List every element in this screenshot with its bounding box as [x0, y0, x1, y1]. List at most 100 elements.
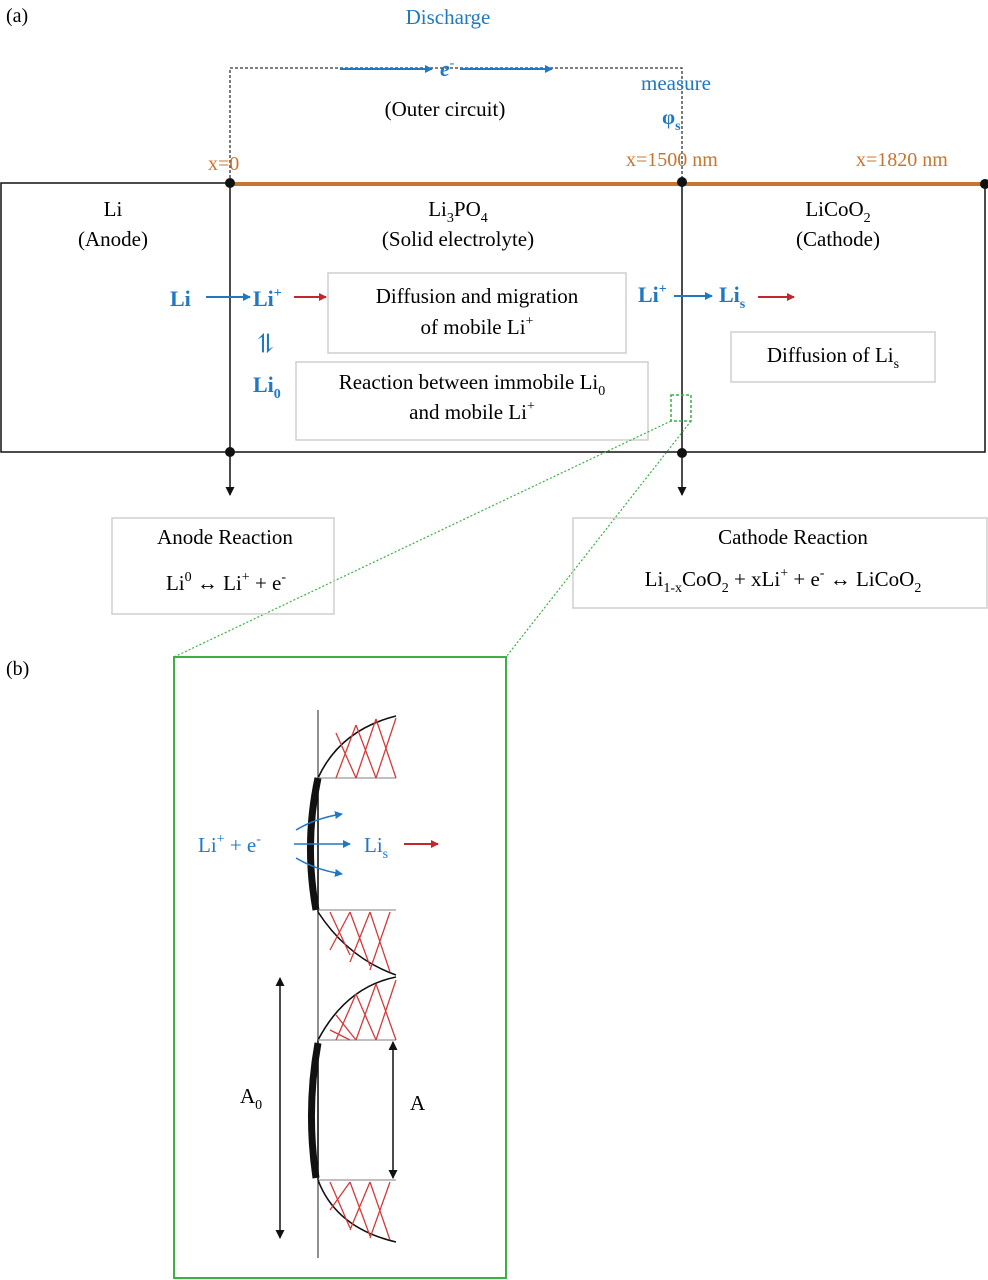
svg-text:Reaction between immobile Li0: Reaction between immobile Li0 — [339, 370, 606, 399]
anode-eq-li: Li — [166, 571, 185, 595]
li-plus-e-tail: + e — [225, 833, 257, 857]
lis-b-sub: s — [383, 847, 388, 862]
svg-text:A0: A0 — [240, 1084, 262, 1113]
lis-b-li: Li — [364, 833, 383, 857]
outer-circuit-label: (Outer circuit) — [385, 97, 506, 121]
li-s-label: Li — [719, 282, 740, 307]
li0-label: Li — [253, 372, 274, 397]
anode-reaction-box — [111, 517, 335, 615]
svg-text:Lis: Lis — [364, 833, 388, 862]
reaction-line2-charge: + — [527, 399, 535, 414]
cathode-role: (Cathode) — [796, 227, 880, 251]
particle-2-hatch-bottom — [329, 1181, 391, 1241]
svg-text:φs: φs — [662, 105, 681, 134]
reaction-line1-sub: 0 — [598, 384, 605, 399]
particle-1-hatch-bottom — [329, 911, 391, 973]
svg-text:Li0: Li0 — [253, 372, 281, 402]
zoom-panel — [173, 656, 507, 1279]
li-plus-cathode-charge: + — [659, 282, 667, 297]
diffusion-lis-box — [730, 331, 936, 383]
reaction-line1: Reaction between immobile Li — [339, 370, 599, 394]
node-x0-top — [225, 178, 235, 188]
outer-circuit-wire — [229, 67, 683, 183]
li0-subscript: 0 — [274, 387, 281, 402]
panel-b-label: (b) — [6, 658, 29, 680]
reaction-line2: and mobile Li — [409, 400, 527, 424]
particle-2-contact — [307, 1042, 322, 1179]
phi-symbol: φ — [662, 105, 675, 129]
measure-label: measure — [641, 71, 711, 95]
x1500-label: x=1500 nm — [626, 149, 718, 171]
li-metal-label: Li — [170, 286, 191, 311]
cathode-eq-minus: - — [820, 566, 825, 581]
anode-eq-minus: - — [281, 570, 286, 585]
svg-text:Li+: Li+ — [253, 286, 282, 311]
diffusion-line2-charge: + — [526, 314, 534, 329]
cathode-eq-sub3: 2 — [914, 581, 921, 596]
electrolyte-role: (Solid electrolyte) — [382, 227, 534, 251]
node-x1500-top — [677, 177, 687, 187]
svg-text:and mobile Li+: and mobile Li+ — [409, 399, 535, 424]
anode-eq-plus: + — [242, 570, 250, 585]
diffusion-lis-sub: s — [894, 357, 899, 372]
zoom-line-right — [505, 420, 692, 658]
li-s-subscript: s — [740, 297, 746, 312]
li-plus-e-li: Li — [198, 833, 217, 857]
phi-subscript: s — [675, 119, 681, 134]
diffusion-line2: of mobile Li — [421, 315, 526, 339]
svg-text:Li1-xCoO2 + xLi+ + e- ↔ LiCoO2: Li1-xCoO2 + xLi+ + e- ↔ LiCoO2 — [645, 566, 922, 596]
cathode-eq-licoo: ↔ LiCoO — [824, 567, 914, 591]
a0-label: A — [240, 1084, 256, 1108]
anode-name: Li — [104, 197, 123, 221]
cathode-eq-sub: 1-x — [663, 581, 682, 596]
svg-text:Lis: Lis — [719, 282, 746, 312]
particle-2-outline — [317, 976, 397, 1180]
x0-label: x=0 — [208, 153, 239, 175]
svg-text:of mobile Li+: of mobile Li+ — [421, 314, 534, 339]
particle-1-lower-arc — [317, 910, 397, 976]
cathode-eq-xli: + xLi — [729, 567, 781, 591]
x1820-label: x=1820 nm — [856, 149, 948, 171]
cathode-sub: 2 — [864, 211, 871, 226]
cathode-eq-e: + e — [788, 567, 820, 591]
node-x1500-bottom — [677, 448, 687, 458]
particle-2-hatch-top — [329, 979, 397, 1041]
discharge-label: Discharge — [406, 5, 491, 29]
li-plus-cathode: Li — [638, 282, 659, 307]
cathode-eq-coo: CoO — [682, 567, 722, 591]
anode-eq-sup0: 0 — [185, 570, 192, 585]
anode-reaction-title: Anode Reaction — [157, 525, 293, 549]
anode-eq-e: + e — [250, 571, 282, 595]
electrolyte-sub2: 4 — [481, 211, 488, 226]
svg-text:e-: e- — [440, 56, 455, 81]
anode-role: (Anode) — [78, 227, 148, 251]
reaction-box — [295, 361, 649, 441]
svg-text:Diffusion of Lis: Diffusion of Lis — [767, 343, 899, 372]
svg-text:LiCoO2: LiCoO2 — [805, 197, 870, 226]
a0-subscript: 0 — [255, 1098, 262, 1113]
zoom-region-box — [670, 394, 692, 422]
li-plus-anode-charge: + — [274, 286, 282, 301]
cathode-eq-plus: + — [780, 566, 788, 581]
svg-text:Li3PO4: Li3PO4 — [428, 197, 488, 226]
svg-text:Li0 ↔ Li+ + e-: Li0 ↔ Li+ + e- — [166, 570, 286, 595]
svg-text:Li+: Li+ — [638, 282, 667, 307]
cathode-reaction-box — [572, 517, 988, 609]
electrolyte-sub1: 3 — [447, 211, 454, 226]
electron-symbol: e — [440, 56, 450, 81]
cathode-reaction-title: Cathode Reaction — [718, 525, 868, 549]
diffusion-line1: Diffusion and migration — [376, 284, 579, 308]
equilibrium-arrows: ⇌ — [251, 332, 280, 354]
flux-arrow-lower — [295, 857, 343, 877]
electrolyte-mid: PO — [454, 197, 481, 221]
cathode-eq-li: Li — [645, 567, 664, 591]
particle-2-lower-arc — [317, 1179, 397, 1243]
electron-charge: - — [450, 56, 455, 71]
electrolyte-name: Li — [428, 197, 447, 221]
particle-1-hatch-top — [335, 717, 397, 779]
diffusion-lis-text: Diffusion of Li — [767, 343, 894, 367]
li-plus-e-plus: + — [217, 832, 225, 847]
panel-a-label: (a) — [6, 5, 28, 27]
node-x1820-top — [980, 179, 988, 189]
